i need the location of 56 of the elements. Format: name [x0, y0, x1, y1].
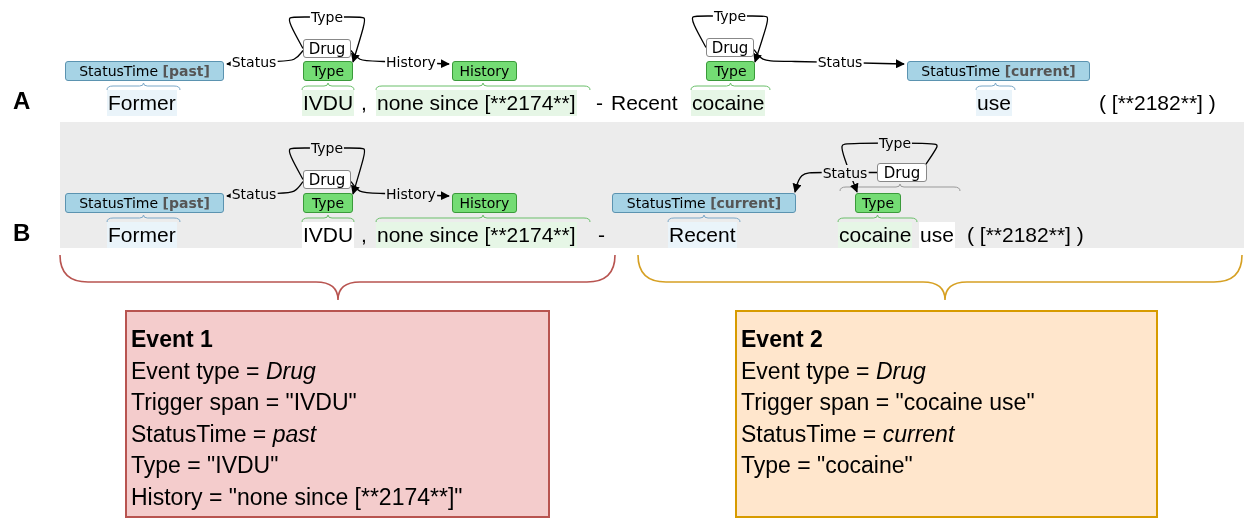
edge-label: Status: [230, 186, 278, 202]
token-text: Recent: [668, 222, 737, 248]
event-title: Event 2: [741, 325, 823, 354]
token-text: none since [**2174**]: [376, 222, 577, 248]
status-time-label: StatusTime [current]: [907, 61, 1090, 81]
event-attribute: Type = "IVDU": [131, 451, 279, 480]
event-attribute: Event type = Drug: [131, 356, 316, 386]
token-text: ,: [360, 222, 368, 248]
event-trigger-label: Drug: [877, 163, 927, 182]
event-attribute: Trigger span = "IVDU": [131, 388, 357, 417]
entity-label: History: [452, 61, 517, 81]
entity-label: Type: [303, 193, 353, 213]
token-text: cocaine: [838, 222, 913, 248]
status-time-label: StatusTime [past]: [65, 193, 224, 213]
edge-label: History: [385, 54, 437, 70]
edge-label: Status: [230, 54, 278, 70]
edge-label: Type: [309, 9, 345, 25]
token-text: IVDU: [302, 222, 355, 248]
status-time-label: StatusTime [current]: [612, 193, 796, 213]
event-trigger-label: Drug: [706, 38, 754, 57]
event-attribute: Type = "cocaine": [741, 451, 913, 480]
token-text: use: [976, 90, 1012, 116]
edge-label: History: [385, 186, 437, 202]
token-text: none since [**2174**]: [376, 90, 577, 116]
event-trigger-label: Drug: [303, 170, 351, 189]
edge-label: Status: [816, 54, 864, 70]
edge-label: Type: [309, 140, 345, 156]
event-trigger-label: Drug: [303, 39, 351, 58]
event-attribute: StatusTime = current: [741, 419, 955, 449]
row-letter: A: [12, 88, 32, 114]
token-text: ( [**2182**] ): [1098, 90, 1217, 116]
event-card: [125, 310, 550, 518]
event-attribute: Trigger span = "cocaine use": [741, 388, 1035, 417]
event-attribute: Event type = Drug: [741, 356, 926, 386]
token-text: -: [595, 90, 604, 116]
token-text: cocaine: [691, 90, 766, 116]
token-text: Former: [107, 222, 177, 248]
token-text: ( [**2182**] ): [966, 222, 1085, 248]
entity-label: Type: [303, 61, 353, 81]
token-text: use: [919, 222, 955, 248]
row-letter: B: [12, 220, 32, 246]
token-text: ,: [360, 90, 368, 116]
edge-label: Type: [877, 135, 913, 151]
token-text: Former: [107, 90, 177, 116]
token-text: -: [597, 222, 606, 248]
edge-label: Type: [712, 8, 748, 24]
status-time-label: StatusTime [past]: [65, 61, 224, 81]
entity-label: Type: [706, 61, 755, 81]
entity-label: Type: [855, 193, 901, 213]
entity-label: History: [452, 193, 517, 213]
token-text: Recent: [610, 90, 679, 116]
event-attribute: StatusTime = past: [131, 419, 317, 449]
event-title: Event 1: [131, 325, 213, 354]
event-attribute: History = "none since [**2174**]": [131, 482, 463, 512]
token-text: IVDU: [302, 90, 355, 116]
event-card: [735, 310, 1158, 518]
